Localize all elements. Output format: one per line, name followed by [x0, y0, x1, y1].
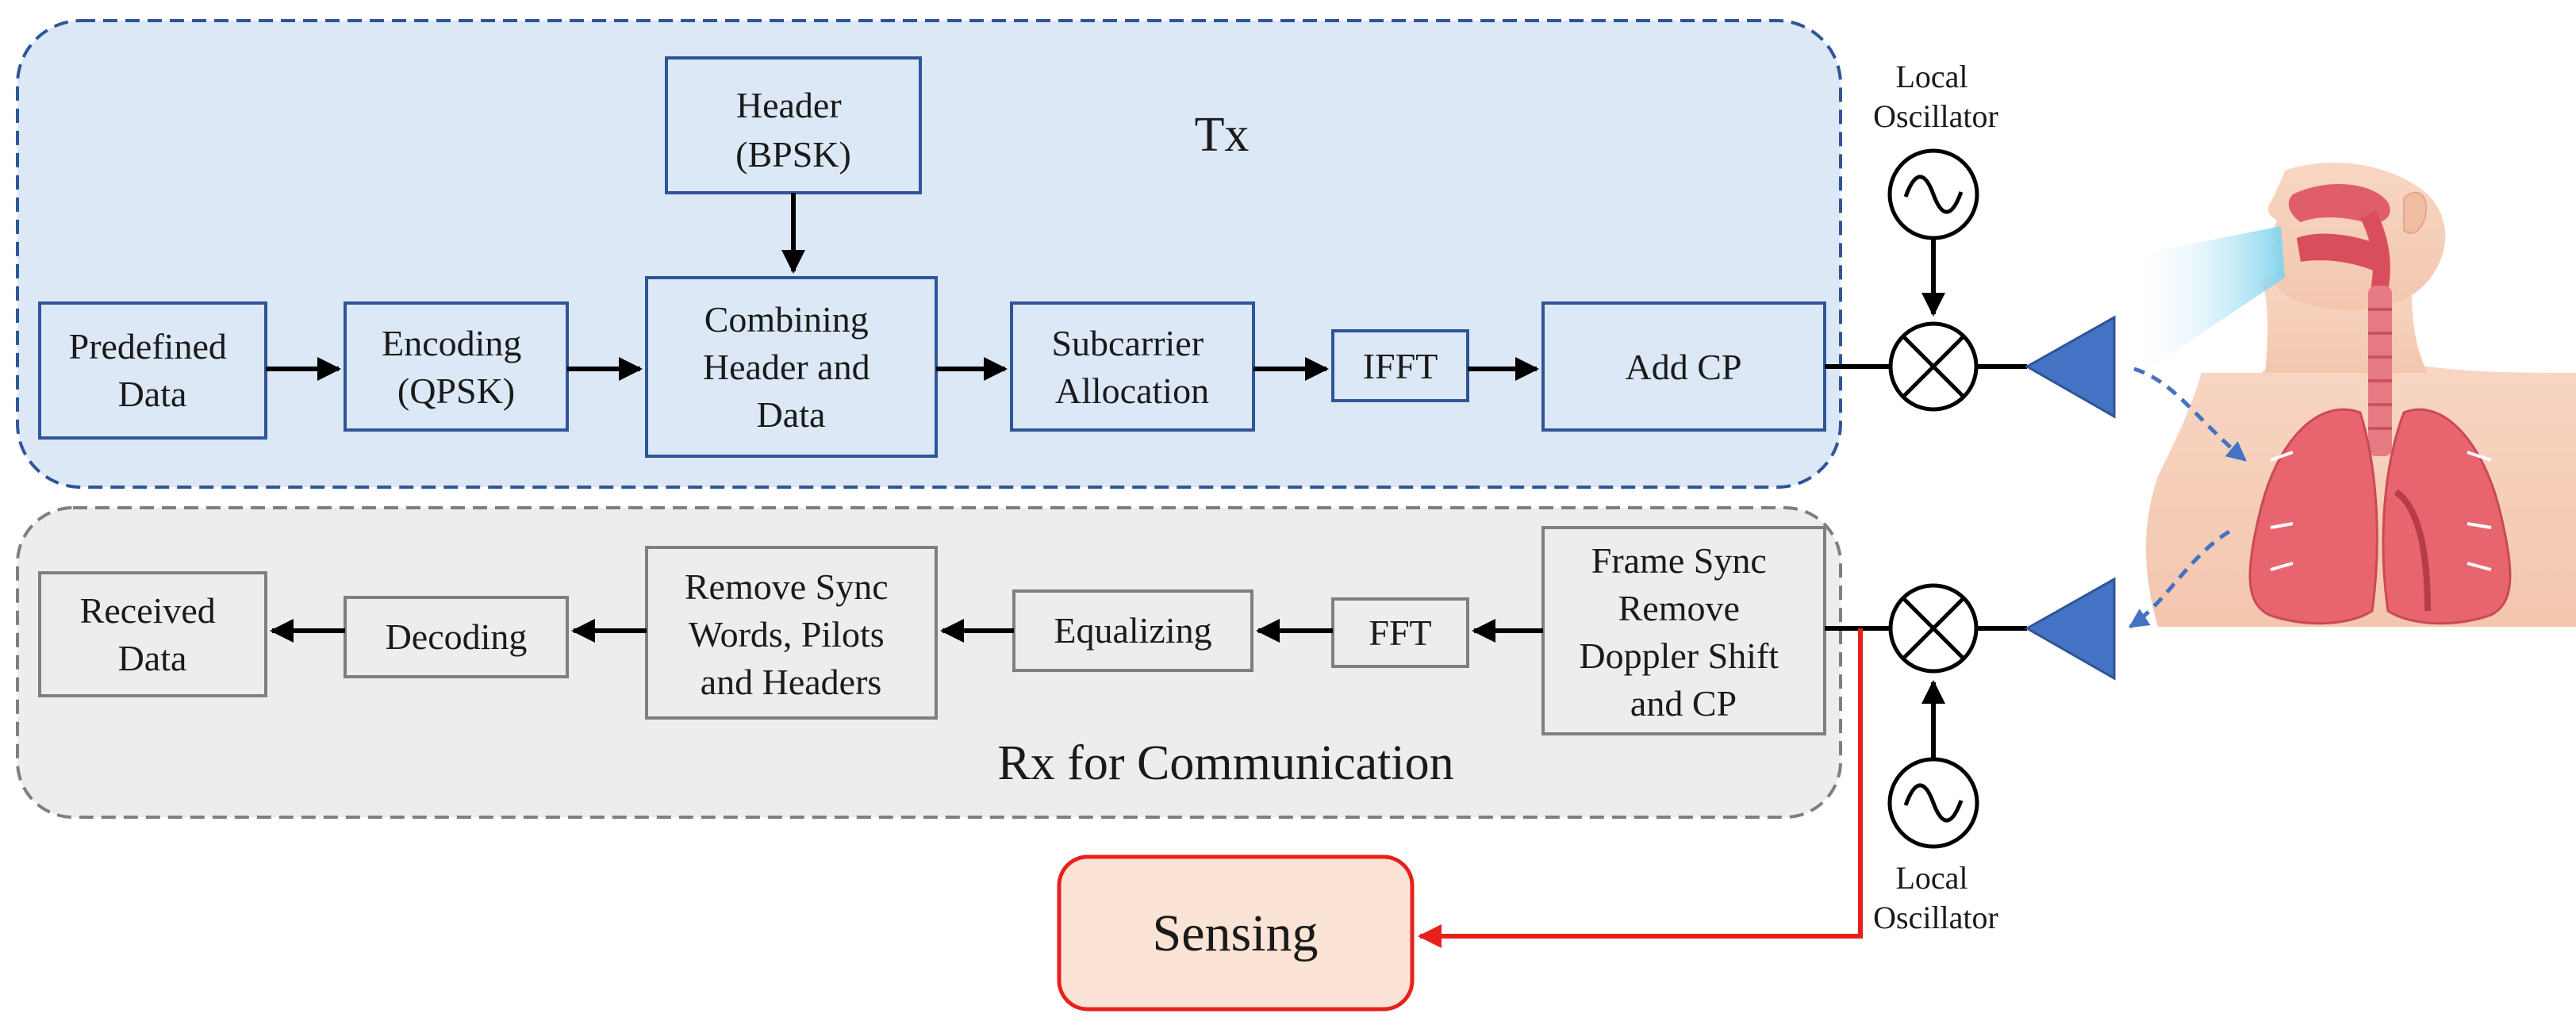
svg-text:Decoding: Decoding	[386, 616, 528, 657]
block-remove-sync: Remove Sync Words, Pilots and Headers	[645, 546, 938, 720]
tx-local-oscillator-label: Local Oscillator	[1873, 59, 1998, 134]
sensing-block: Sensing	[1057, 854, 1415, 1012]
tx-arrows	[266, 193, 1891, 381]
tx-antenna-icon	[2024, 315, 2116, 419]
block-fft: FFT	[1331, 597, 1469, 668]
svg-text:Add CP: Add CP	[1626, 347, 1742, 387]
human-respiratory-illustration	[2146, 163, 2576, 627]
rx-mixer-icon	[1888, 583, 1979, 674]
tx-mixer-icon	[1888, 321, 1979, 412]
svg-text:Remove Sync Words, Pilot: Remove Sync Words, Pilots and Headers	[685, 566, 897, 702]
block-ifft: IFFT	[1331, 329, 1469, 402]
radar-beam	[2142, 226, 2285, 373]
block-subcarrier-allocation: Subcarrier Allocation	[1010, 301, 1255, 432]
block-frame-sync: Frame Sync Remove Doppler Shift and CP	[1541, 526, 1826, 735]
block-header-bpsk: Header (BPSK)	[665, 56, 922, 194]
reflection-arrow-in	[2133, 367, 2247, 462]
rx-oscillator-icon	[1887, 757, 1979, 849]
block-received-data: Received Data	[38, 571, 267, 697]
block-decoding: Decoding	[344, 596, 569, 678]
block-combining-header-data: Combining Header and Data	[645, 276, 938, 458]
svg-text:Frame Sync Remove: Frame Sync Remove Doppler Shift and CP	[1579, 540, 1787, 724]
block-predefined-data: Predefined Data	[38, 301, 267, 440]
svg-text:Received Data: Received Data	[80, 590, 225, 678]
svg-text:IFFT: IFFT	[1363, 346, 1438, 386]
tx-oscillator-icon	[1887, 148, 1979, 240]
svg-text:Sensing: Sensing	[1152, 904, 1318, 962]
rx-local-oscillator-label: Local Oscillator	[1873, 860, 1998, 935]
reflection-arrow-out	[2128, 529, 2231, 629]
svg-text:FFT: FFT	[1369, 612, 1431, 653]
sensing-path	[1418, 628, 1863, 948]
rx-antenna-icon	[2024, 577, 2116, 681]
rx-arrows	[270, 619, 1891, 643]
svg-text:Header (BPSK): Header (BPSK)	[735, 85, 851, 175]
rx-title: Rx for Communication	[997, 736, 1453, 790]
svg-text:Local Oscillator: Local Oscillator	[1873, 860, 1998, 935]
svg-text:Encoding (QPSK): Encoding (QPSK)	[382, 323, 531, 411]
svg-text:Subcarrier Allocation: Subcarrier Allocation	[1051, 323, 1212, 411]
svg-text:Predefined Data: Predefined Data	[69, 326, 236, 414]
svg-text:Equalizing: Equalizing	[1054, 610, 1211, 651]
block-add-cp: Add CP	[1541, 301, 1826, 432]
svg-text:Combining Header and: Combining Header and Data	[703, 299, 879, 435]
block-encoding-qpsk: Encoding (QPSK)	[344, 301, 569, 432]
svg-text:Local Oscillator: Local Oscillator	[1873, 59, 1998, 134]
tx-title: Tx	[1195, 108, 1250, 162]
block-equalizing: Equalizing	[1012, 589, 1253, 672]
